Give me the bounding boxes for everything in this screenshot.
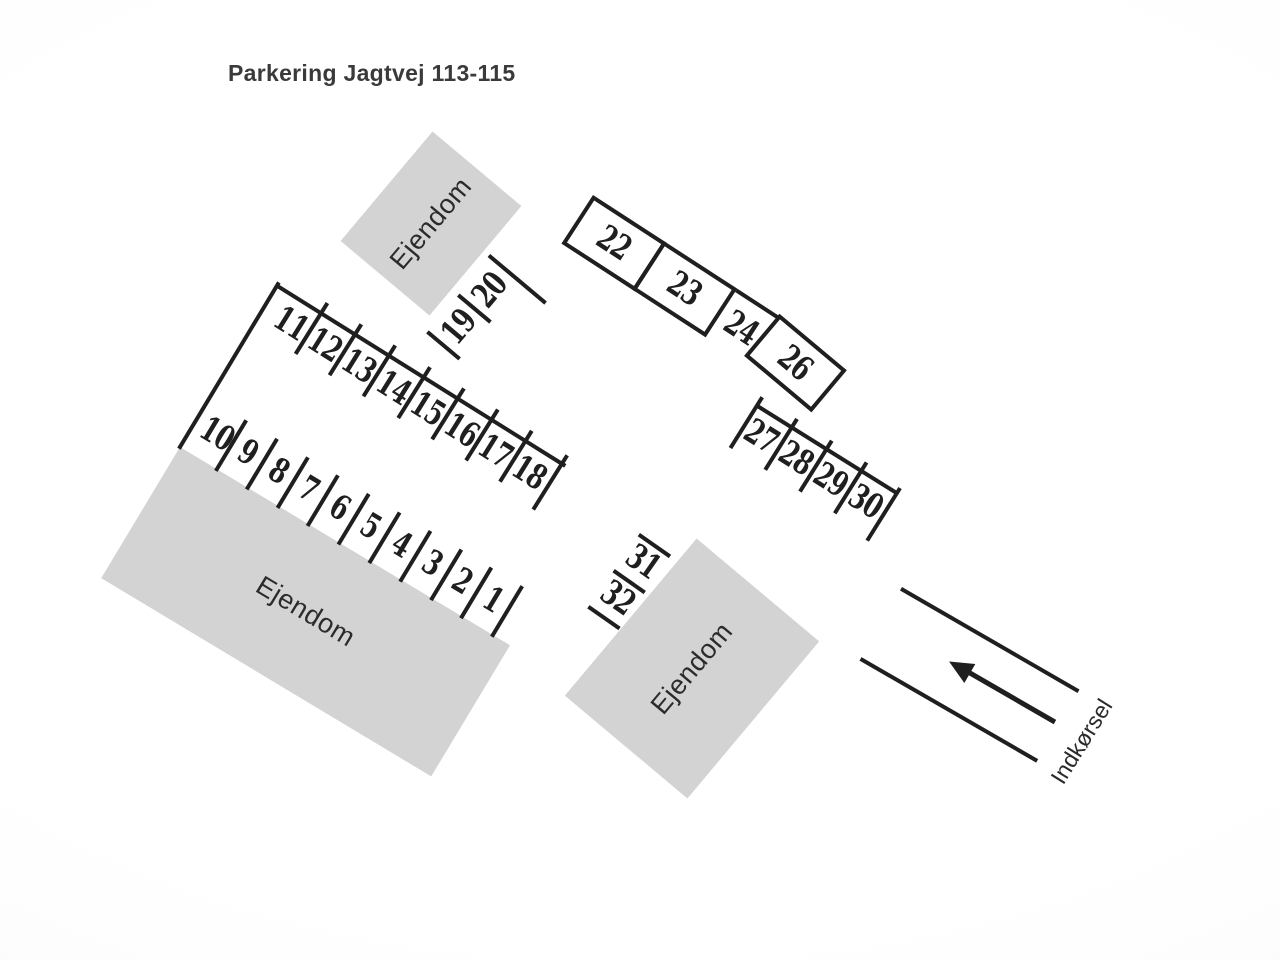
page-title: Parkering Jagtvej 113-115 — [228, 60, 516, 86]
parking-spot-26: 26 — [770, 337, 821, 389]
entrance-arrow-shaft — [965, 668, 1057, 725]
building-top-label: Ejendom — [383, 171, 478, 275]
parking-spot-23: 23 — [659, 263, 710, 315]
driveway-edge-line — [900, 587, 1080, 693]
building-middle: Ejendom — [564, 538, 820, 799]
building-middle-label: Ejendom — [644, 616, 739, 720]
parking-spot-22: 22 — [589, 217, 639, 269]
building-left-label: Ejendom — [250, 570, 361, 653]
driveway-label: Indkørsel — [1045, 694, 1118, 789]
entrance-arrow-icon — [943, 651, 976, 683]
